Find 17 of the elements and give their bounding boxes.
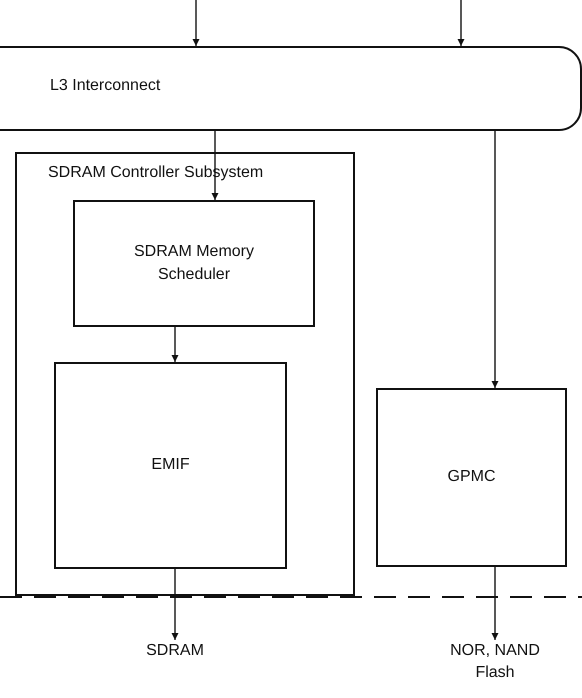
subsystem-box [15,152,355,596]
block-box [73,200,315,327]
block-label: GPMC [448,467,496,488]
block-box [376,388,567,567]
memory-label: NOR, NAND Flash [449,641,541,684]
arrow [192,0,200,46]
memory-label: SDRAM [146,641,204,661]
block-box [54,362,287,569]
arrow [172,569,178,640]
arrow [492,567,498,640]
arrow [172,327,178,362]
arrow [212,131,218,200]
arrow [492,131,498,388]
block-label: SDRAM Memory Scheduler [132,242,255,284]
arrow [458,0,464,46]
block-label: EMIF [151,455,190,476]
bus-label: L3 Interconnect [50,77,160,95]
